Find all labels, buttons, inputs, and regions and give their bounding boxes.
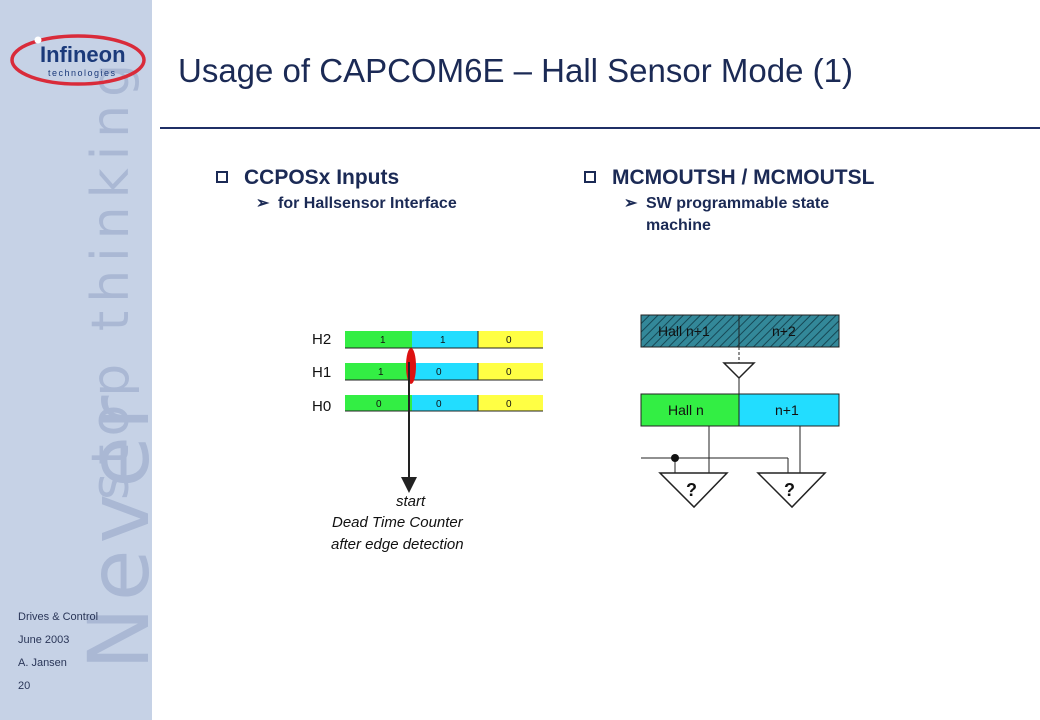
hall-timing-diagram: H2 1 1 0 H1 1 0 0 H0 0 0 0 start Dead Ti… — [312, 331, 543, 553]
h0-cell-1 — [345, 395, 412, 411]
h2-cell-2 — [412, 331, 478, 348]
comparator-2-label: ? — [784, 480, 795, 500]
next-state-right-label: n+2 — [772, 323, 796, 339]
slide-title: Usage of CAPCOM6E – Hall Sensor Mode (1) — [178, 52, 853, 89]
junction-dot-icon — [671, 454, 679, 462]
edge-highlight-icon — [406, 348, 416, 384]
logo-tagline: technologies — [48, 68, 117, 78]
logo-dot-icon — [34, 36, 42, 44]
right-heading: MCMOUTSH / MCMOUTSL — [612, 166, 875, 189]
h0-value-2: 0 — [436, 399, 442, 410]
h2-cell-3 — [478, 331, 543, 348]
row-label-h1: H1 — [312, 364, 331, 381]
watermark-never: Never — [70, 390, 152, 670]
h1-cell-1 — [345, 363, 412, 380]
comparator-1-icon — [658, 472, 729, 509]
left-heading-row: CCPOSx Inputs — [216, 166, 457, 190]
left-subitem: ➢ for Hallsensor Interface — [216, 193, 457, 215]
logo-brand: Infineon — [40, 42, 126, 67]
next-state-left-label: Hall n+1 — [658, 323, 710, 339]
footer: Drives & Control June 2003 A. Jansen 20 — [18, 606, 98, 698]
h1-value-3: 0 — [506, 367, 512, 378]
left-section: CCPOSx Inputs ➢ for Hallsensor Interface — [216, 166, 457, 215]
sidebar: Never stop thinking Infineon technologie… — [0, 0, 152, 720]
row-label-h0: H0 — [312, 398, 331, 415]
h1-value-2: 0 — [436, 367, 442, 378]
current-state-cell-left — [640, 393, 740, 427]
footer-department: Drives & Control — [18, 611, 99, 623]
comparator-2-icon — [756, 472, 827, 509]
arrow-bullet-icon: ➢ — [256, 195, 270, 212]
footer-author: A. Jansen — [18, 657, 67, 669]
footer-date: June 2003 — [18, 634, 70, 646]
left-heading: CCPOSx Inputs — [244, 166, 400, 189]
right-heading-row: MCMOUTSH / MCMOUTSL — [584, 166, 886, 190]
transfer-triangle-icon — [722, 362, 756, 380]
state-machine-diagram: Hall n+1 n+2 Hall n n+1 ? ? — [640, 314, 840, 509]
h0-cell-2 — [412, 395, 478, 411]
current-state-right-label: n+1 — [775, 402, 799, 418]
h1-cell-2 — [412, 363, 478, 380]
watermark: Never stop thinking — [70, 56, 152, 670]
left-subitem-text: for Hallsensor Interface — [278, 195, 457, 212]
caption-after-edge: after edge detection — [331, 536, 464, 553]
h0-cell-3 — [478, 395, 543, 411]
infineon-logo: Infineon technologies — [10, 34, 146, 86]
right-subitem-text: SW programmable state machine — [646, 195, 830, 234]
caption-dead-time-counter: Dead Time Counter — [332, 514, 464, 531]
caption-start: start — [396, 493, 426, 510]
h2-value-1: 1 — [380, 335, 386, 346]
comparator-1-label: ? — [686, 480, 697, 500]
checkbox-bullet-icon — [584, 171, 596, 183]
h2-value-3: 0 — [506, 335, 512, 346]
h1-cell-3 — [478, 363, 543, 380]
right-subitem: ➢ SW programmable state machine — [584, 193, 886, 237]
arrow-bullet-icon: ➢ — [624, 195, 638, 212]
h0-value-1: 0 — [376, 399, 382, 410]
start-arrow-icon — [401, 477, 417, 493]
watermark-stop-thinking: stop thinking — [81, 56, 141, 500]
next-state-cell-right — [738, 314, 840, 348]
h1-value-1: 1 — [378, 367, 384, 378]
right-section: MCMOUTSH / MCMOUTSL ➢ SW programmable st… — [584, 166, 886, 237]
row-label-h2: H2 — [312, 331, 331, 348]
current-state-cell-right — [738, 393, 840, 427]
h0-value-3: 0 — [506, 399, 512, 410]
checkbox-bullet-icon — [216, 171, 228, 183]
footer-page-number: 20 — [18, 680, 31, 692]
title-divider — [160, 127, 1040, 129]
h2-value-2: 1 — [440, 335, 446, 346]
h2-cell-1 — [345, 331, 412, 348]
current-state-left-label: Hall n — [668, 402, 704, 418]
next-state-cell-left — [640, 314, 740, 348]
